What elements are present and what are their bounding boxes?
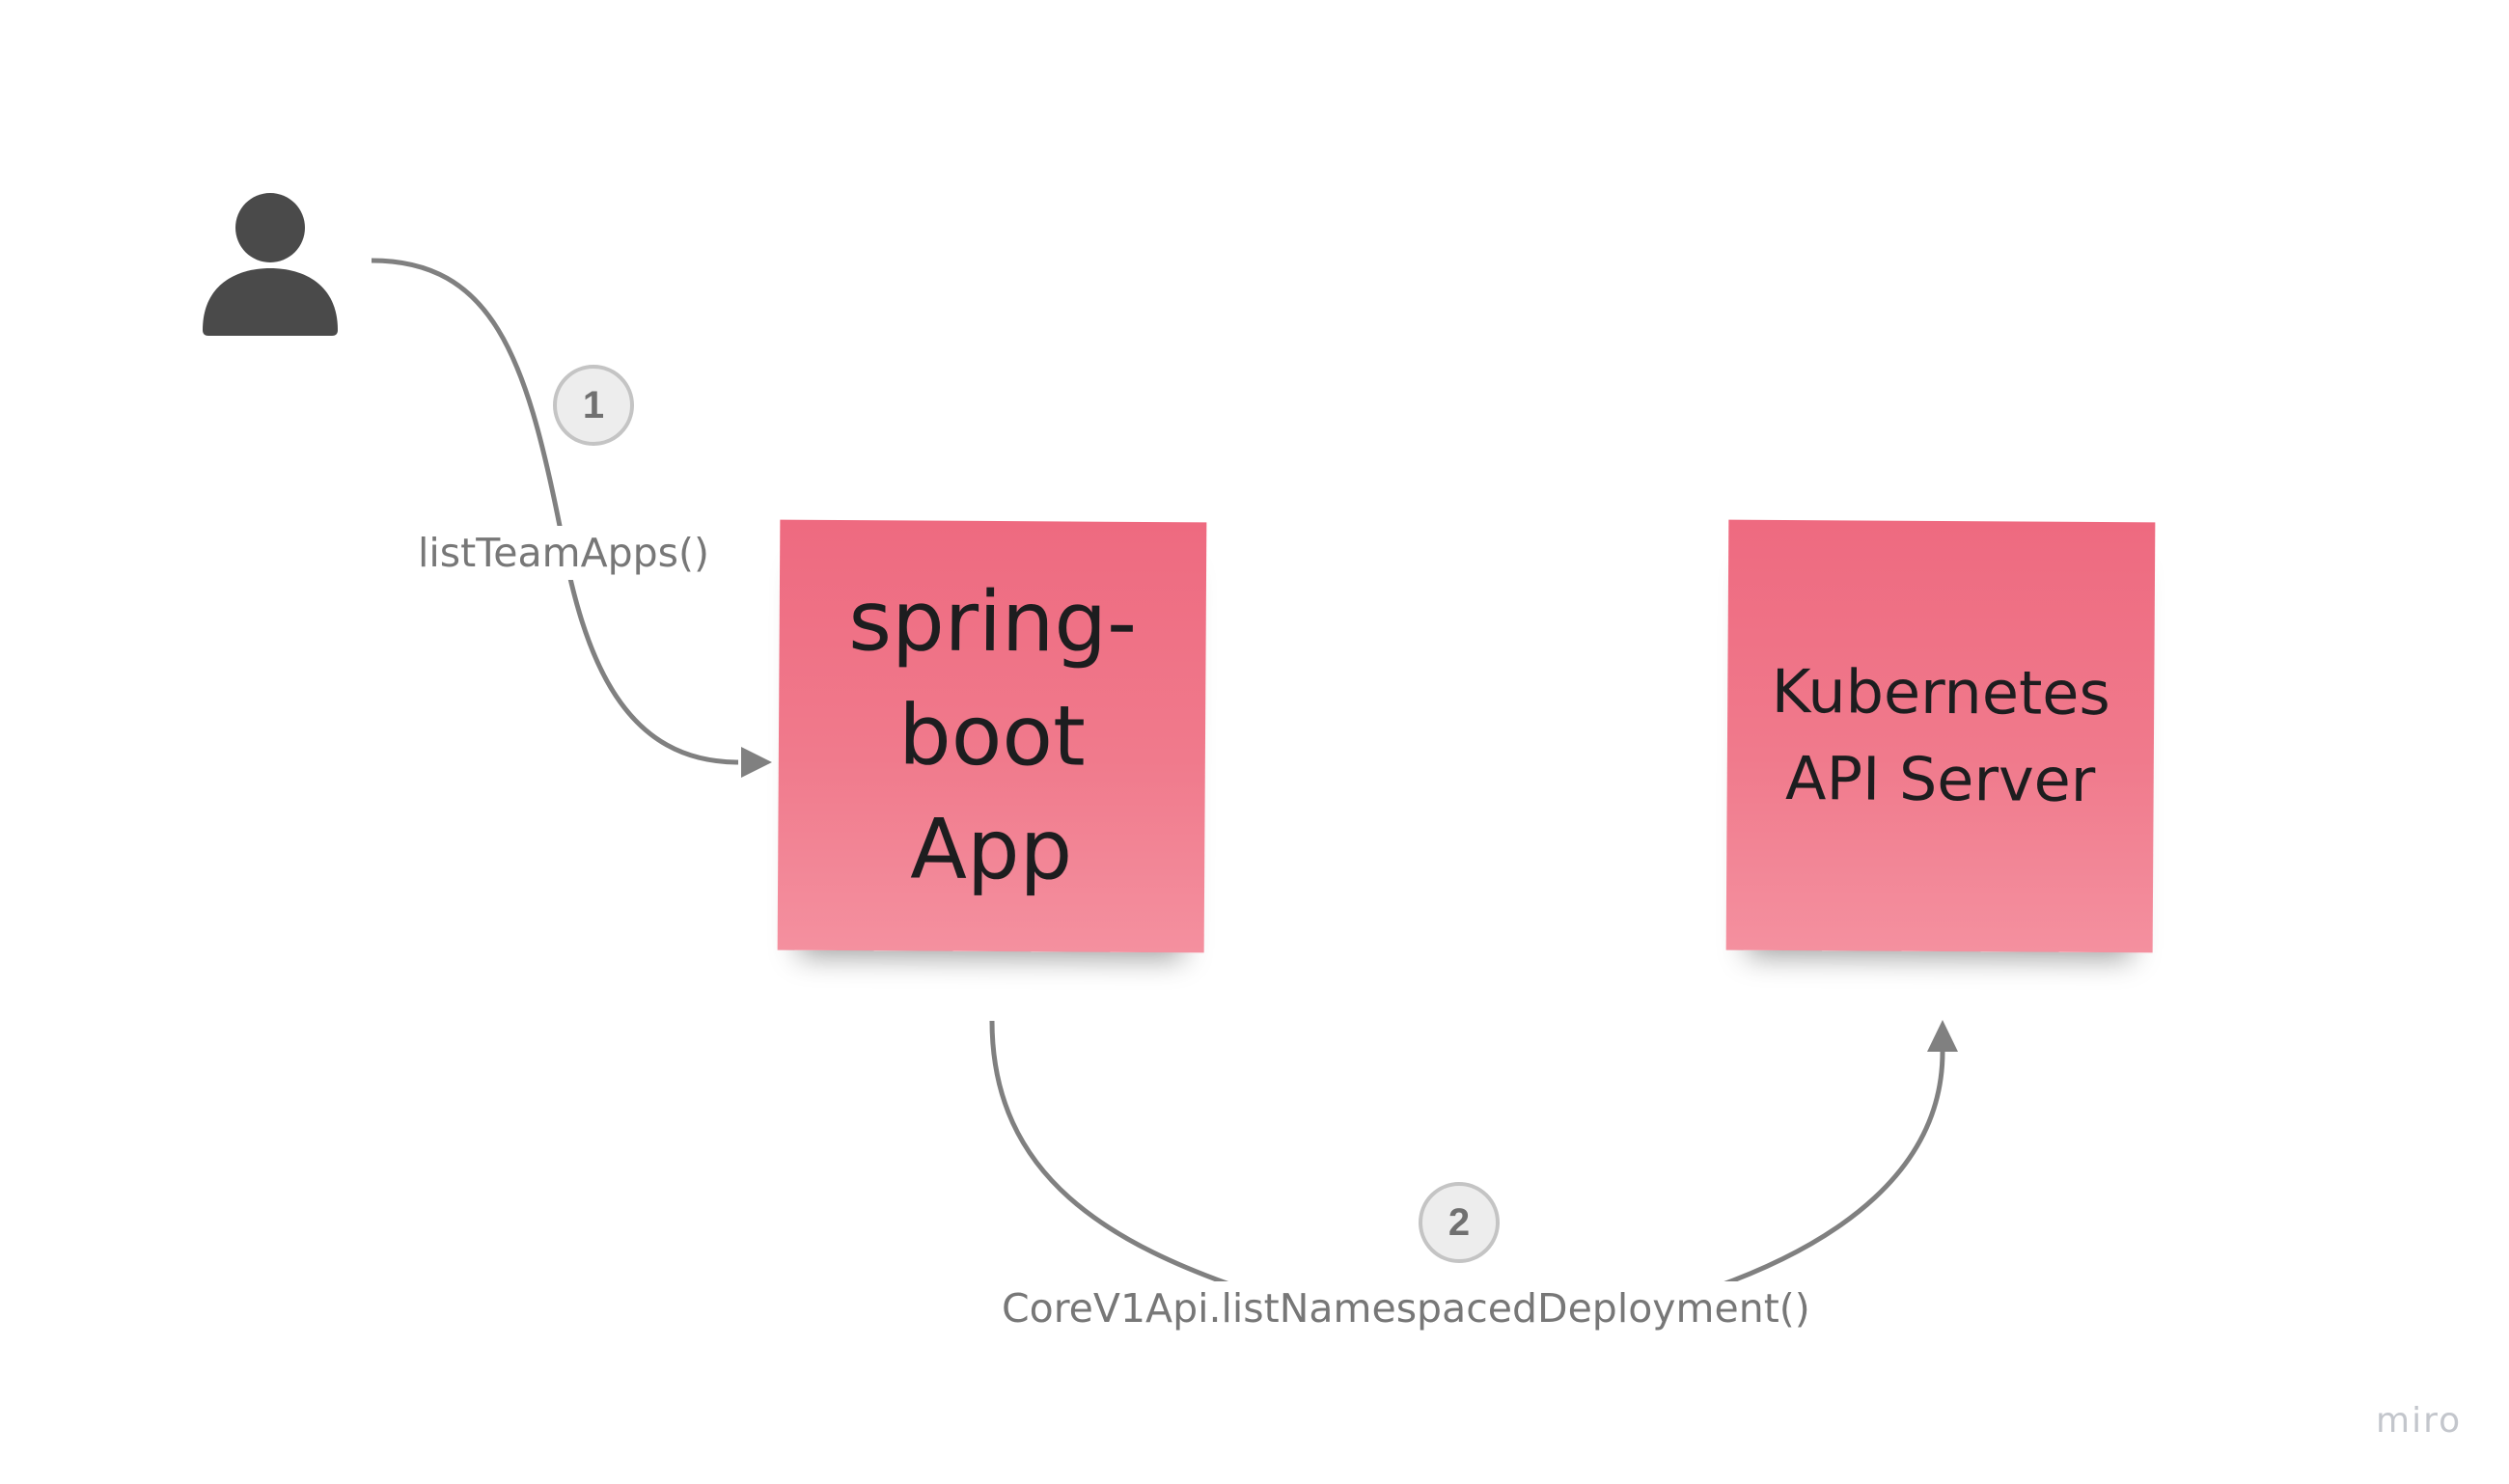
connector-app-to-k8s[interactable] <box>989 1020 1945 1296</box>
sticky-app-label: spring- boot App <box>848 573 1138 899</box>
connector-user-to-app[interactable] <box>371 258 739 765</box>
sticky-kubernetes-api-server[interactable]: Kubernetes API Server <box>1725 519 2156 953</box>
edge-label-list-team-apps: listTeamApps() <box>410 526 718 580</box>
arrowhead-app <box>741 747 772 778</box>
edge-label-list-namespaced-deployment: CoreV1Api.listNamespacedDeployment() <box>994 1281 1818 1335</box>
sticky-k8s-label: Kubernetes API Server <box>1771 655 2110 815</box>
user-icon <box>203 193 338 336</box>
step-badge-2: 2 <box>1419 1182 1500 1263</box>
arrowhead-k8s <box>1927 1020 1958 1052</box>
step-badge-1: 1 <box>553 365 634 446</box>
sticky-spring-boot-app[interactable]: spring- boot App <box>777 519 1207 953</box>
miro-watermark: miro <box>2376 1401 2463 1441</box>
